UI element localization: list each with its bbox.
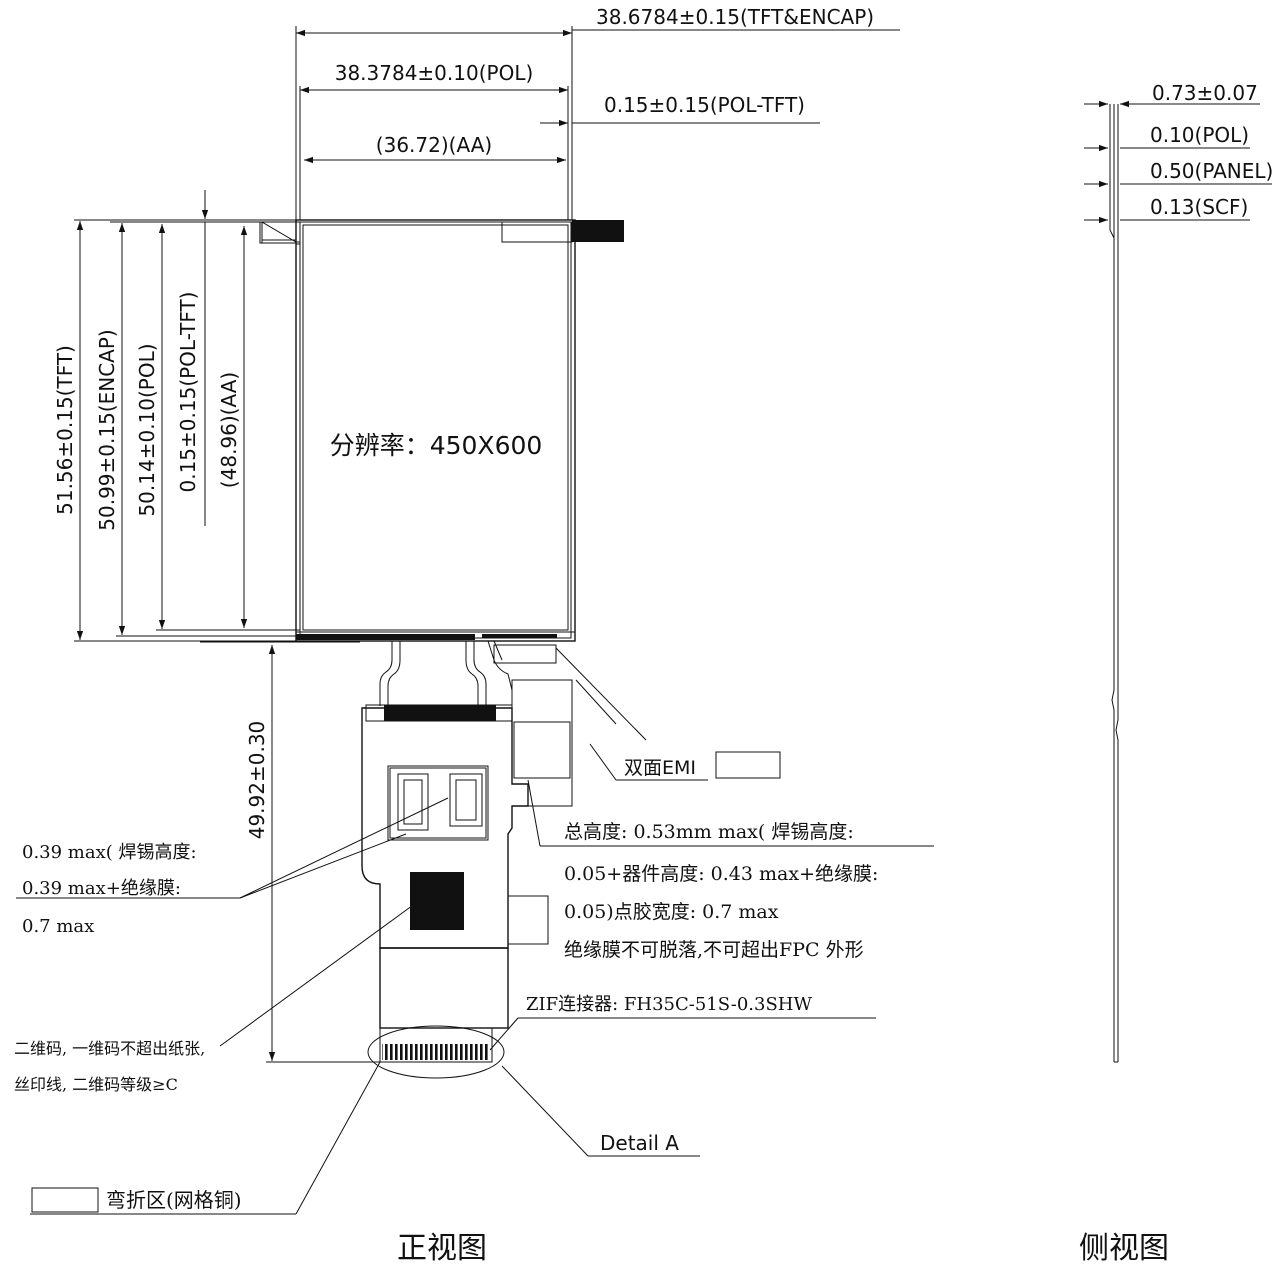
- note-total-4: 绝缘膜不可脱落,不可超出FPC 外形: [564, 939, 864, 961]
- dim-height-pol-tft: 0.15±0.15(POL-TFT): [176, 292, 200, 493]
- side-view-profile: [1109, 104, 1119, 1063]
- dim-height-fpc: 49.92±0.30: [245, 721, 269, 840]
- bend-zone-mesh: [379, 947, 509, 1029]
- dim-height-aa: (48.96)(AA): [217, 372, 241, 488]
- zif-contact-pins: [382, 1044, 488, 1060]
- front-view-title: 正视图: [397, 1231, 487, 1266]
- dim-width-pol: 38.3784±0.10(POL): [335, 61, 534, 85]
- note-total-1: 总高度: 0.53mm max( 焊锡高度:: [564, 821, 854, 843]
- fpc-stiffener-dark: [384, 705, 496, 721]
- side-dim-scf: 0.13(SCF): [1150, 195, 1248, 219]
- dim-height-encap: 50.99±0.15(ENCAP): [95, 329, 119, 530]
- detail-a-label: Detail A: [600, 1131, 679, 1155]
- dim-height-pol: 50.14±0.10(POL): [135, 343, 159, 516]
- zif-contact-outline: [379, 1027, 493, 1063]
- note-qr-1: 二维码, 一维码不超出纸张,: [14, 1039, 205, 1058]
- resolution-label: 分辨率：450X600: [330, 431, 543, 460]
- side-dim-panel: 0.50(PANEL): [1150, 159, 1273, 183]
- note-total-2: 0.05+器件高度: 0.43 max+绝缘膜:: [564, 863, 878, 885]
- component-a: [397, 773, 429, 831]
- side-view-title: 侧视图: [1079, 1231, 1169, 1266]
- note-solder-1: 0.39 max( 焊锡高度:: [22, 842, 197, 863]
- top-dimension-lines: [295, 26, 900, 220]
- component-outer: [389, 767, 487, 839]
- note-solder-3: 0.7 max: [22, 916, 94, 937]
- note-qr-2: 丝印线, 二维码等级≥C: [14, 1075, 178, 1094]
- fpc-black-block: [572, 220, 624, 242]
- note-solder-2: 0.39 max+绝缘膜:: [22, 878, 181, 899]
- side-dim-total: 0.73±0.07: [1152, 81, 1258, 105]
- fpc-side-arm: [511, 679, 573, 807]
- fpc-neck: [379, 640, 513, 706]
- fpc-right-tab: [507, 895, 549, 945]
- dim-width-pol-tft: 0.15±0.15(POL-TFT): [604, 93, 805, 117]
- emi-dense-block: [513, 721, 571, 779]
- fpc-upper-pins: [493, 644, 557, 664]
- component-b-inner: [455, 779, 477, 821]
- component-a-inner: [403, 779, 423, 825]
- dim-width-tft-encap: 38.6784±0.15(TFT&ENCAP): [596, 5, 874, 29]
- note-zif: ZIF连接器: FH35C-51S-0.3SHW: [526, 994, 812, 1015]
- detail-a-circle: [367, 1025, 505, 1079]
- panel-outline: [295, 219, 576, 642]
- component-b: [449, 773, 483, 827]
- callout-leaders: [16, 647, 934, 1215]
- emi-legend-box: [715, 751, 781, 779]
- fpc-main-body: [361, 707, 529, 949]
- side-view-dimension-lines: [1084, 100, 1272, 224]
- note-total-3: 0.05)点胶宽度: 0.7 max: [564, 901, 779, 923]
- left-dimension-lines: [74, 190, 380, 1063]
- bend-legend-box: [31, 1187, 99, 1213]
- panel-tabs: [260, 221, 301, 245]
- component-window: [387, 765, 489, 841]
- bend-label: 弯折区(网格铜): [106, 1188, 242, 1212]
- side-dim-pol: 0.10(POL): [1150, 123, 1249, 147]
- dim-height-tft: 51.56±0.15(TFT): [53, 345, 77, 515]
- emi-label: 双面EMI: [624, 757, 696, 779]
- dim-width-aa: (36.72)(AA): [376, 133, 492, 157]
